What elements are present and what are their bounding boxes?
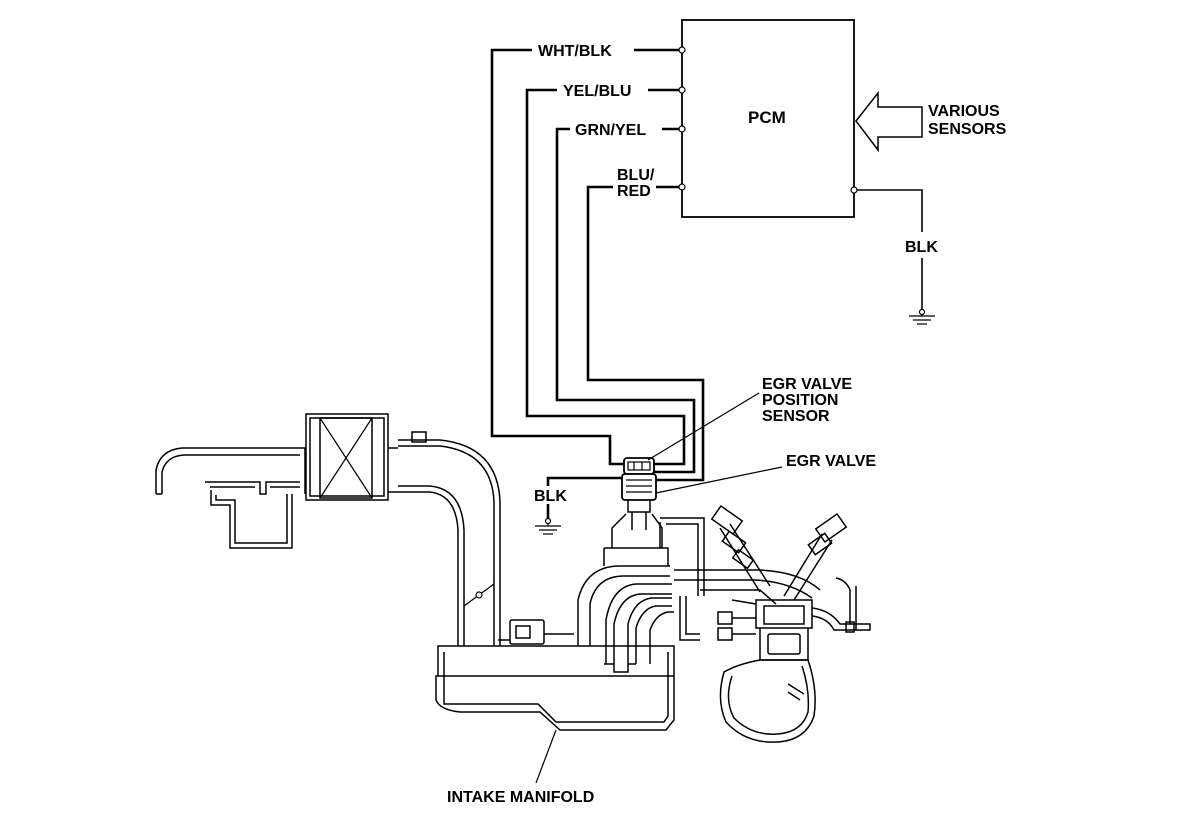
pcm-ground-label: BLK [905, 239, 938, 256]
egr-valve-leader [655, 466, 783, 494]
wire-label-yel-blu: YEL/BLU [563, 83, 631, 100]
intake-manifold [435, 517, 705, 731]
pcm-ground-icon [909, 314, 935, 325]
sensor-ground-icon [535, 517, 561, 535]
wire-label-wht-blk: WHT/BLK [538, 43, 612, 60]
intake-manifold-label: INTAKE MANIFOLD [447, 789, 594, 806]
wire-blu-red [586, 185, 705, 482]
egr-sensor-label-3: SENSOR [762, 408, 830, 425]
egr-sensor-label-2: POSITION [762, 392, 838, 409]
wire-label-blu-red-2: RED [617, 183, 651, 200]
sensor-ground-label: BLK [534, 488, 567, 505]
egr-valve-label: EGR VALVE [786, 453, 876, 470]
wire-grn-yel [555, 127, 696, 474]
various-sensors-label-2: SENSORS [928, 121, 1007, 138]
egr-sensor-leader [647, 392, 760, 461]
sensor-input-arrow-icon [855, 90, 923, 153]
pcm-box: PCM [678, 19, 858, 218]
intake-manifold-leader [535, 729, 557, 784]
sensor-ground-wire [546, 476, 624, 518]
wire-yel-blu [525, 88, 686, 466]
pcm-ground-wire [857, 189, 926, 316]
engine-block [674, 504, 871, 743]
egr-valve-position-sensor [623, 457, 655, 475]
pcm-label: PCM [748, 108, 786, 127]
various-sensors-label-1: VARIOUS [928, 103, 1000, 120]
egr-sensor-label-1: EGR VALVE [762, 376, 852, 393]
wire-label-blu-red-1: BLU/ [617, 167, 655, 184]
egr-valve [611, 473, 663, 548]
air-intake-duct [155, 413, 501, 646]
wire-label-grn-yel: GRN/YEL [575, 122, 646, 139]
wire-wht-blk [490, 48, 679, 466]
